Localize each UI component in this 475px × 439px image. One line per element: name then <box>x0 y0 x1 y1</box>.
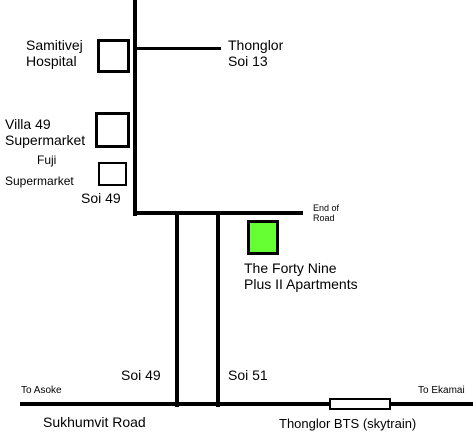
apartment-building <box>247 220 279 255</box>
end-of-road-line-2: Road <box>313 213 335 224</box>
fuji-supermarket-building <box>98 162 127 186</box>
soi51-road <box>216 211 220 407</box>
sukhumvit-road <box>20 402 473 406</box>
soi51-label: Soi 51 <box>228 367 268 383</box>
fuji-supermarket-label-line1: Fuji <box>37 153 57 167</box>
thonglor-road <box>133 0 137 216</box>
end-of-road-line-1: End of <box>313 203 340 213</box>
thonglor-bts-station <box>329 398 391 410</box>
to-asoke-label: To Asoke <box>21 385 62 396</box>
thonglor-soi13-line-1: Thonglor <box>228 37 284 53</box>
thonglor-soi13-label: Thonglor Soi 13 <box>228 37 284 69</box>
villa49-line-2: Supermarket <box>5 131 86 148</box>
sukhumvit-road-label: Sukhumvit Road <box>43 414 146 430</box>
villa49-line-1: Villa 49 <box>5 116 51 132</box>
samitivej-line-2: Hospital <box>26 52 77 69</box>
villa49-label: Villa 49 Supermarket <box>5 116 86 148</box>
soi13-road <box>135 47 221 50</box>
thonglor-soi13-line-2: Soi 13 <box>228 52 268 69</box>
apartments-line-2: Plus II Apartments <box>244 275 358 292</box>
samitivej-hospital-label: Samitivej Hospital <box>26 37 83 69</box>
soi49-upper-label: Soi 49 <box>81 190 121 206</box>
soi49-lower-label: Soi 49 <box>121 367 161 383</box>
fuji-supermarket-label-line2: Supermarket <box>5 174 74 188</box>
villa49-supermarket-building <box>95 112 130 148</box>
soi49-road <box>175 211 179 407</box>
samitivej-line-1: Samitivej <box>26 37 83 53</box>
apartments-label: The Forty Nine Plus II Apartments <box>244 260 358 292</box>
samitivej-hospital-building <box>97 39 130 73</box>
apartments-line-1: The Forty Nine <box>244 260 337 276</box>
end-of-road-label: End of Road <box>313 203 339 223</box>
to-ekamai-label: To Ekamai <box>418 385 465 396</box>
thonglor-bts-label: Thonglor BTS (skytrain) <box>279 416 417 431</box>
